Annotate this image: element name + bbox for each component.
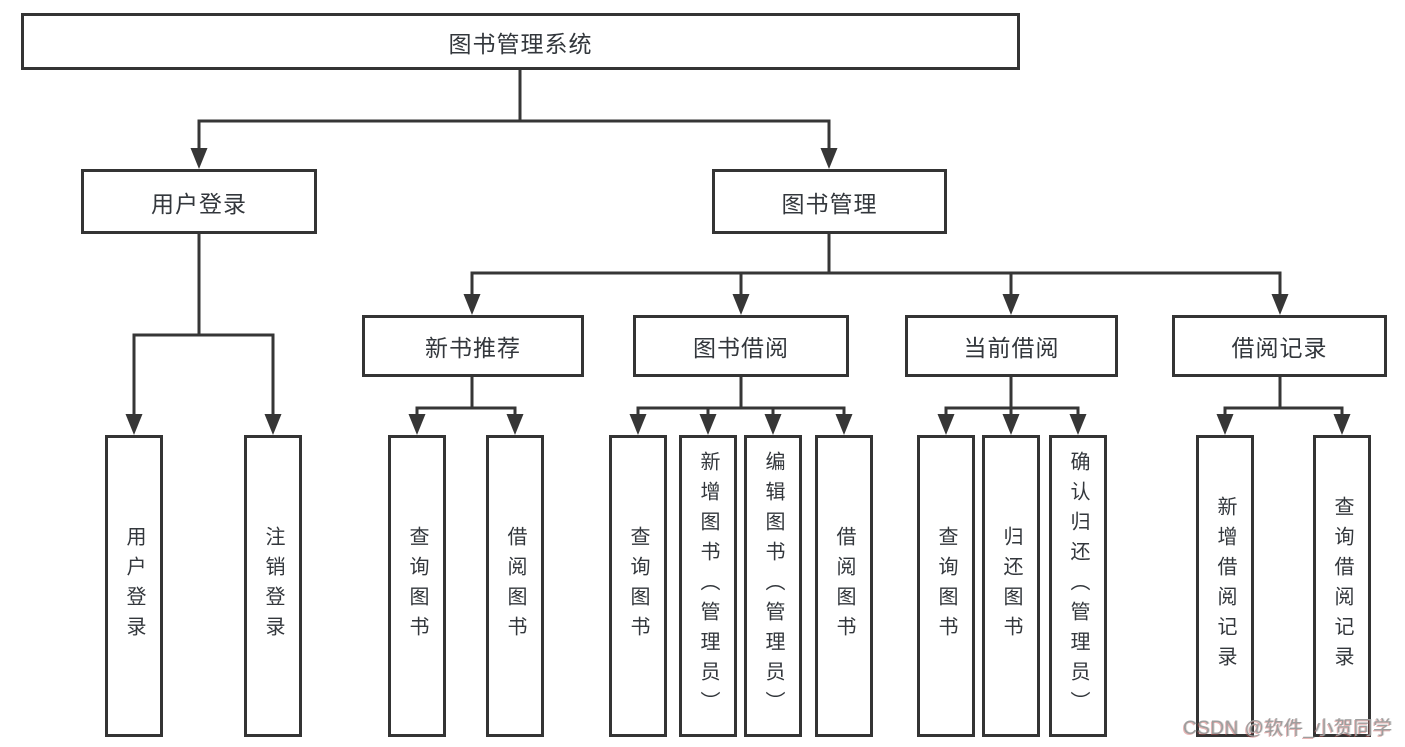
arrow-down-icon [1069, 414, 1087, 435]
leaf-add-books-admin: 新增图书（管理员） [679, 435, 737, 737]
node-new-book-recommend: 新书推荐 [362, 315, 584, 377]
arrow-down-icon [190, 148, 208, 169]
node-book-borrow: 图书借阅 [633, 315, 849, 377]
leaf-borrow-books: 借阅图书 [815, 435, 873, 737]
node-current-borrow: 当前借阅 [905, 315, 1118, 377]
arrow-down-icon [1271, 294, 1289, 315]
arrow-down-icon [506, 414, 524, 435]
arrow-down-icon [764, 414, 782, 435]
leaf-return-books: 归还图书 [982, 435, 1040, 737]
arrow-down-icon [1002, 414, 1020, 435]
leaf-user-login: 用户登录 [105, 435, 163, 737]
arrow-down-icon [699, 414, 717, 435]
arrow-down-icon [937, 414, 955, 435]
arrow-down-icon [264, 414, 282, 435]
arrowheads [125, 148, 1351, 435]
leaf-query-books-recommend: 查询图书 [388, 435, 446, 737]
arrow-down-icon [835, 414, 853, 435]
arrow-down-icon [408, 414, 426, 435]
arrow-down-icon [125, 414, 143, 435]
arrow-down-icon [463, 294, 481, 315]
node-borrow-records: 借阅记录 [1172, 315, 1387, 377]
arrow-down-icon [1216, 414, 1234, 435]
leaf-query-books-borrow: 查询图书 [609, 435, 667, 737]
arrow-down-icon [629, 414, 647, 435]
node-library-system: 图书管理系统 [21, 13, 1020, 70]
watermark: CSDN @软件_小贺同学 [1183, 718, 1393, 739]
arrow-down-icon [1002, 294, 1020, 315]
leaf-add-borrow-record: 新增借阅记录 [1196, 435, 1254, 737]
node-book-management: 图书管理 [712, 169, 947, 234]
leaf-query-borrow-record: 查询借阅记录 [1313, 435, 1371, 737]
leaf-borrow-books-recommend: 借阅图书 [486, 435, 544, 737]
arrow-down-icon [732, 294, 750, 315]
arrow-down-icon [820, 148, 838, 169]
leaf-confirm-return-admin: 确认归还（管理员） [1049, 435, 1107, 737]
leaf-logout: 注销登录 [244, 435, 302, 737]
leaf-query-books-current: 查询图书 [917, 435, 975, 737]
node-user-login: 用户登录 [81, 169, 317, 234]
leaf-edit-books-admin: 编辑图书（管理员） [744, 435, 802, 737]
arrow-down-icon [1333, 414, 1351, 435]
connector-path [132, 68, 1344, 418]
